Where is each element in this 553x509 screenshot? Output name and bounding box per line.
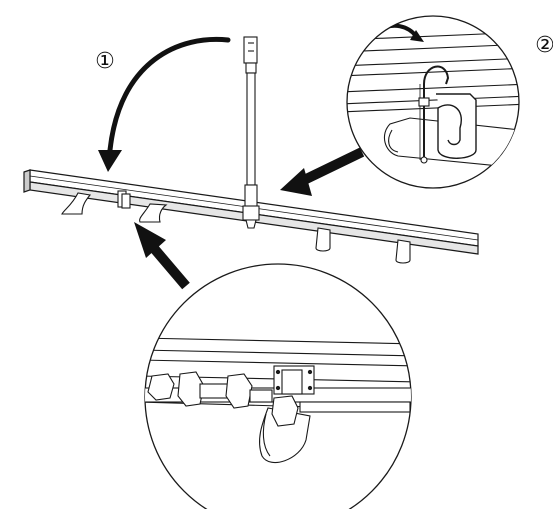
thick-arrow-icon	[134, 222, 190, 290]
step-2-label: ②	[535, 33, 553, 58]
detail-circle-bottom	[144, 263, 412, 509]
detail-circle-top	[346, 15, 520, 189]
rail-holders	[61, 190, 411, 264]
thick-arrow-icon	[280, 147, 365, 196]
support-pole	[242, 36, 260, 229]
step-1-label: ①	[95, 49, 115, 74]
curved-arrow-icon	[98, 36, 231, 172]
